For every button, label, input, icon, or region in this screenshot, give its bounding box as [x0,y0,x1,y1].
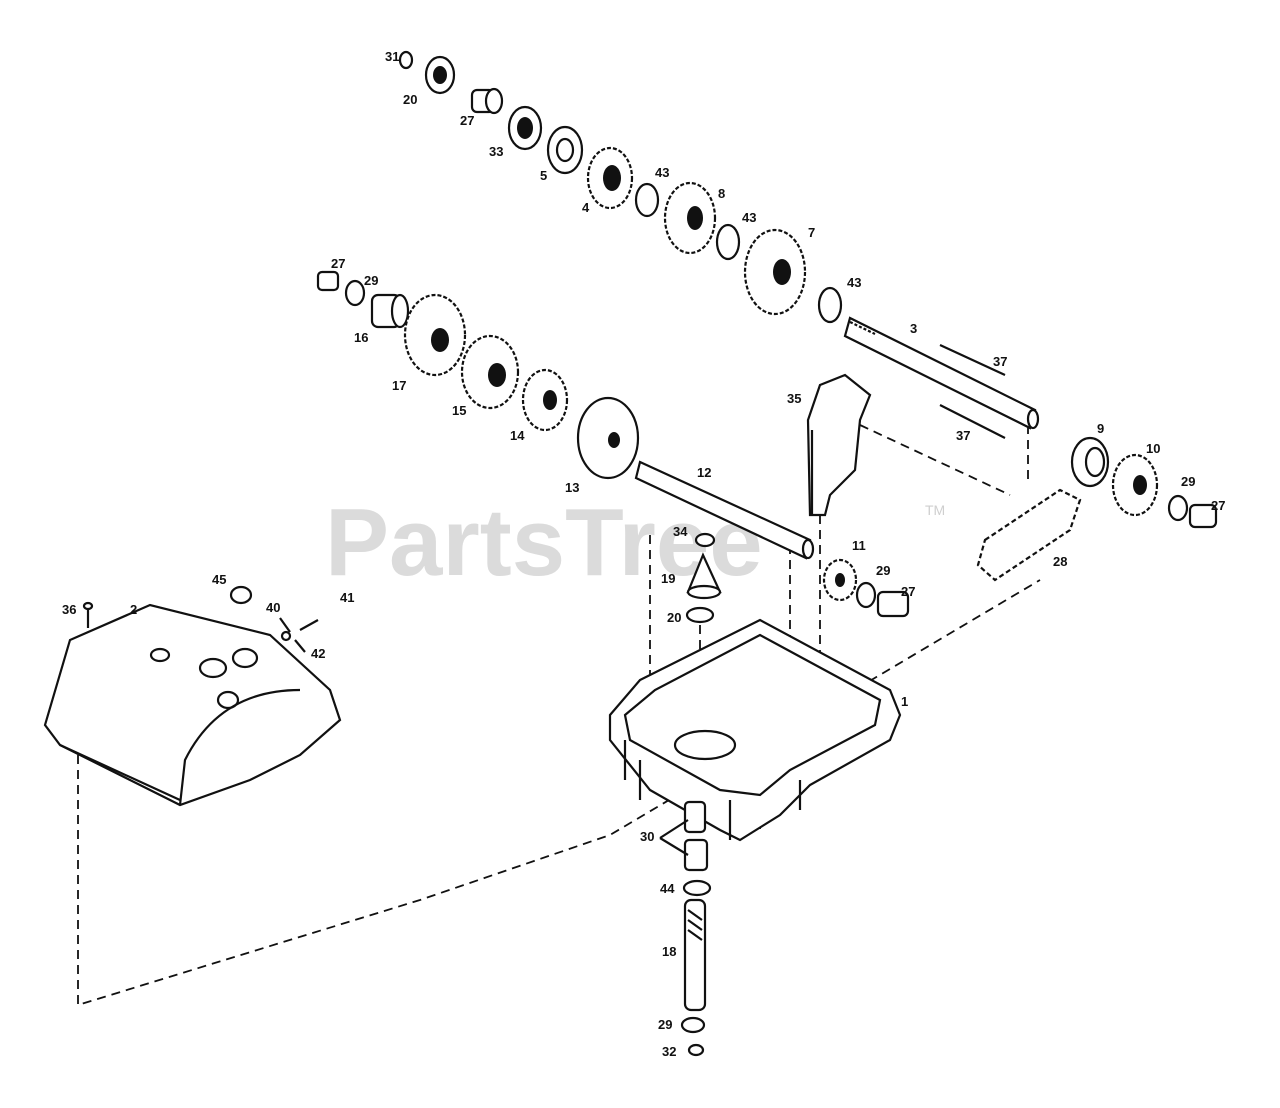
callout-27-right: 27 [1211,498,1225,513]
callout-17: 17 [392,378,406,393]
callout-12: 12 [697,465,711,480]
callout-18: 18 [662,944,676,959]
callout-41: 41 [340,590,354,605]
part-plug-45[interactable] [229,585,253,605]
callout-14: 14 [510,428,525,443]
part-gear-14[interactable] [521,368,569,432]
callout-28: 28 [1053,554,1067,569]
part-gear-15[interactable] [460,334,520,410]
callout-11: 11 [852,538,866,553]
callout-4: 4 [582,200,590,215]
part-shift-fork-35[interactable] [806,373,872,517]
callout-29-center: 29 [876,563,890,578]
part-washer-43-upper[interactable] [634,182,660,218]
callout-19: 19 [661,571,675,586]
callout-13: 13 [565,480,579,495]
part-washer-29-left[interactable] [344,279,366,307]
part-gear-7[interactable] [743,228,807,316]
callout-8: 8 [718,186,725,201]
callout-7: 7 [808,225,815,240]
part-bushing-27-center[interactable] [876,590,910,618]
part-washer-29-center[interactable] [855,581,877,609]
part-shaft-18[interactable] [683,898,707,1012]
part-bevel-gear-19[interactable] [686,552,722,600]
callout-27: 27 [460,113,474,128]
part-bearing-5[interactable] [546,125,584,175]
callout-30: 30 [640,829,654,844]
callout-16: 16 [354,330,368,345]
callout-44: 44 [660,881,675,896]
callout-27-left: 27 [331,256,345,271]
part-disc-13[interactable] [576,396,640,480]
callout-27-center: 27 [901,584,915,599]
part-spring-41[interactable] [299,619,319,631]
callout-34: 34 [673,524,688,539]
part-bolt-36[interactable] [82,601,94,628]
part-washer-20[interactable] [685,606,715,624]
part-shaft-12[interactable] [634,460,815,560]
partstree-watermark: PartsTree [325,489,763,596]
part-chain-28[interactable] [976,488,1082,582]
callout-45: 45 [212,572,226,587]
part-sprocket-9[interactable] [1070,436,1110,488]
part-gear-8[interactable] [663,181,717,255]
callout-29-left: 29 [364,273,378,288]
part-gear-11[interactable] [822,558,858,602]
part-ball-40[interactable] [280,630,292,642]
part-ring-32[interactable] [687,1043,705,1057]
part-washer-43-mid[interactable] [715,223,741,261]
callout-32: 32 [662,1044,676,1059]
callout-5: 5 [540,168,547,183]
callout-37-upper: 37 [993,354,1007,369]
callout-20-lower: 20 [667,610,681,625]
part-washer-34[interactable] [694,532,716,548]
part-bushing-27-right[interactable] [1188,503,1218,529]
part-gear-17[interactable] [403,293,467,377]
part-spacer-16[interactable] [370,293,410,329]
part-bushings-30[interactable] [683,800,709,872]
callout-1: 1 [901,694,908,709]
callout-31: 31 [385,49,399,64]
callout-37-lower: 37 [956,428,970,443]
part-shaft-3[interactable] [843,316,1040,430]
part-bushing-27[interactable] [470,87,504,115]
part-washer-43-lower[interactable] [817,286,843,324]
callout-29-right: 29 [1181,474,1195,489]
part-sprocket-10[interactable] [1111,453,1159,517]
callout-43-mid: 43 [742,210,756,225]
callout-40: 40 [266,600,280,615]
callout-20: 20 [403,92,417,107]
callout-42: 42 [311,646,325,661]
watermark-tm: TM [925,502,945,518]
leader-lines [279,617,689,856]
callout-35: 35 [787,391,801,406]
callout-29-bottom: 29 [658,1017,672,1032]
part-bushing-27-left[interactable] [316,270,340,292]
callout-3: 3 [910,321,917,336]
callout-43-upper: 43 [655,165,669,180]
callout-10: 10 [1146,441,1160,456]
callout-9: 9 [1097,421,1104,436]
callout-labels: 31 20 27 33 5 4 43 8 43 7 43 3 37 37 27 … [62,49,1225,1059]
part-key-37[interactable] [939,344,1006,439]
part-gear-4[interactable] [586,146,634,210]
part-seal-44[interactable] [682,879,712,897]
part-housing-1[interactable] [608,618,902,842]
callout-2: 2 [130,602,137,617]
callout-33: 33 [489,144,503,159]
callout-36: 36 [62,602,76,617]
part-gear-20[interactable] [424,55,456,95]
part-washer-29-bottom[interactable] [680,1016,706,1034]
part-washer-31[interactable] [398,50,414,70]
part-washer-33[interactable] [507,105,543,151]
part-cover-2[interactable] [43,603,342,807]
part-washer-29-right[interactable] [1167,494,1189,522]
callout-15: 15 [452,403,466,418]
callout-43-lower: 43 [847,275,861,290]
